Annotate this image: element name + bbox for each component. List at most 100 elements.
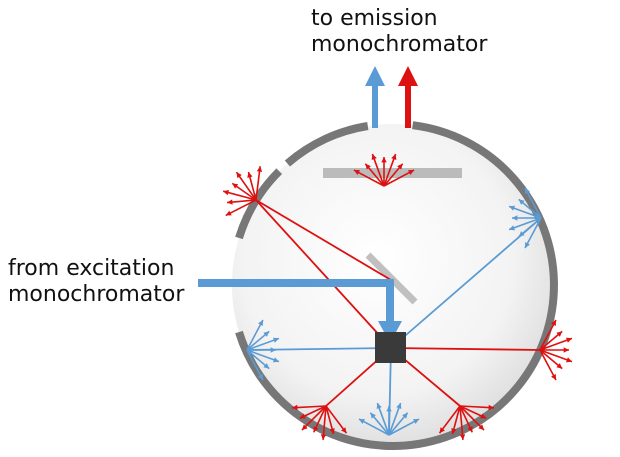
scatter-burst-ray-head <box>263 363 270 369</box>
emission-burst-ray-head <box>551 374 556 381</box>
scatter-burst-ray <box>508 217 542 231</box>
emission-burst-ray-head <box>341 427 347 434</box>
scatter-burst-ray <box>524 187 542 219</box>
scatter-burst-ray-head <box>512 215 518 221</box>
scatter-burst-ray-head <box>258 319 263 326</box>
emission-burst-ray-head <box>301 424 308 431</box>
emission-label-line-1: to emission <box>311 6 438 31</box>
scatter-burst-ray-head <box>272 337 279 343</box>
scatter-burst-ray-head <box>376 403 382 410</box>
emission-burst-ray-head <box>371 154 377 161</box>
emission-burst-ray-head <box>459 434 466 440</box>
output-arrowhead-blue <box>365 66 385 86</box>
scatter-burst-ray <box>508 205 542 219</box>
scatter-burst-ray-head <box>509 205 516 211</box>
emission-burst-ray-head <box>299 413 306 419</box>
sphere-wall-top-left <box>284 122 369 167</box>
scatter-burst-ray-head <box>525 242 530 249</box>
emission-burst-ray <box>438 405 461 434</box>
emission-burst-ray-head <box>365 163 371 170</box>
emission-burst-ray-head <box>247 171 253 178</box>
emission-burst-ray-head <box>439 427 445 434</box>
scatter-burst-ray-head <box>370 412 376 419</box>
emission-burst-ray <box>222 190 257 201</box>
output-arrowhead-red <box>398 66 418 86</box>
emission-burst-ray-head <box>565 357 572 363</box>
emission-burst-ray-head <box>480 413 487 419</box>
emission-burst-ray-head <box>556 331 563 337</box>
emitted-ray <box>255 199 392 349</box>
emission-burst-ray-head <box>556 363 563 369</box>
scatter-burst-ray <box>246 319 264 351</box>
scatter-burst-ray <box>246 349 280 363</box>
emission-burst-ray-head <box>292 404 298 411</box>
emission-burst-ray-head <box>313 426 319 433</box>
emission-output-arrows <box>365 66 418 128</box>
emission-burst-ray-head <box>223 189 230 196</box>
emission-burst-ray <box>301 405 327 431</box>
scatter-burst-ray-head <box>413 419 420 424</box>
scatter-burst-ray-head <box>258 374 263 381</box>
emission-burst-ray-head <box>329 428 335 435</box>
scatter-burst-ray-head <box>358 419 365 424</box>
excitation-label: from excitation monochromator <box>8 256 184 308</box>
emission-burst-ray <box>292 405 327 409</box>
scatter-burst-ray <box>524 217 542 249</box>
excitation-label-line-2: monochromator <box>8 282 185 307</box>
emission-label-line-2: monochromator <box>311 32 488 57</box>
emitted-ray <box>390 347 541 351</box>
scatter-burst-ray-head <box>263 331 270 337</box>
emission-burst-ray <box>235 171 257 201</box>
emission-burst-ray <box>255 166 261 201</box>
scatter-burst-ray-head <box>270 347 276 353</box>
emitted-ray <box>255 199 392 281</box>
emission-burst-ray <box>225 199 257 217</box>
emission-burst-ray-head <box>232 183 239 189</box>
emission-burst-ray <box>539 349 573 363</box>
emission-burst-ray <box>459 405 485 431</box>
light-rays <box>222 153 573 440</box>
emission-burst-ray-head <box>320 434 327 440</box>
emission-burst-ray <box>322 405 327 440</box>
emission-burst-ray-head <box>551 319 556 326</box>
emission-burst-ray-head <box>353 170 360 175</box>
scatter-burst-ray <box>388 402 402 436</box>
scatter-burst-ray <box>246 349 264 381</box>
emission-burst-ray-head <box>565 337 572 343</box>
scatter-burst-ray-head <box>386 406 392 412</box>
emission-burst-ray <box>459 405 464 440</box>
emission-burst-ray-head <box>381 157 387 163</box>
emission-burst-ray-head <box>451 428 457 435</box>
emission-label: to emission monochromator <box>311 6 487 58</box>
scatter-burst-ray-head <box>272 357 279 363</box>
emission-burst-ray <box>353 169 385 187</box>
emission-burst-ray-head <box>227 199 233 205</box>
scatter-burst-ray <box>246 337 280 351</box>
scatter-burst-ray <box>376 402 390 436</box>
emission-burst-ray <box>325 405 348 434</box>
scattered-ray <box>390 217 542 349</box>
emission-burst-ray-head <box>488 404 494 411</box>
sphere-wall-left-upper <box>235 168 283 240</box>
emission-burst-ray <box>459 405 494 409</box>
scatter-burst-ray <box>358 418 390 436</box>
emission-burst-ray <box>383 169 415 187</box>
scatter-burst-ray-head <box>518 231 525 237</box>
sample <box>375 332 406 363</box>
emission-burst-ray-head <box>467 426 473 433</box>
excitation-label-line-1: from excitation <box>8 256 175 281</box>
scatter-burst-ray <box>388 418 420 436</box>
scatter-burst-ray-head <box>518 199 525 205</box>
excitation-beam <box>198 279 394 323</box>
emission-burst-ray-head <box>225 210 232 216</box>
scatter-burst-ray-head <box>402 412 408 419</box>
emission-burst-ray <box>371 153 385 187</box>
emission-burst-ray-head <box>563 347 569 353</box>
emission-burst-ray-head <box>478 424 485 431</box>
emission-burst-ray <box>539 337 573 351</box>
emission-burst-ray-head <box>397 163 403 170</box>
mirror <box>365 252 418 305</box>
emission-burst-ray <box>539 319 557 351</box>
scatter-burst-ray-head <box>509 225 516 231</box>
emission-burst-ray-head <box>236 172 242 179</box>
